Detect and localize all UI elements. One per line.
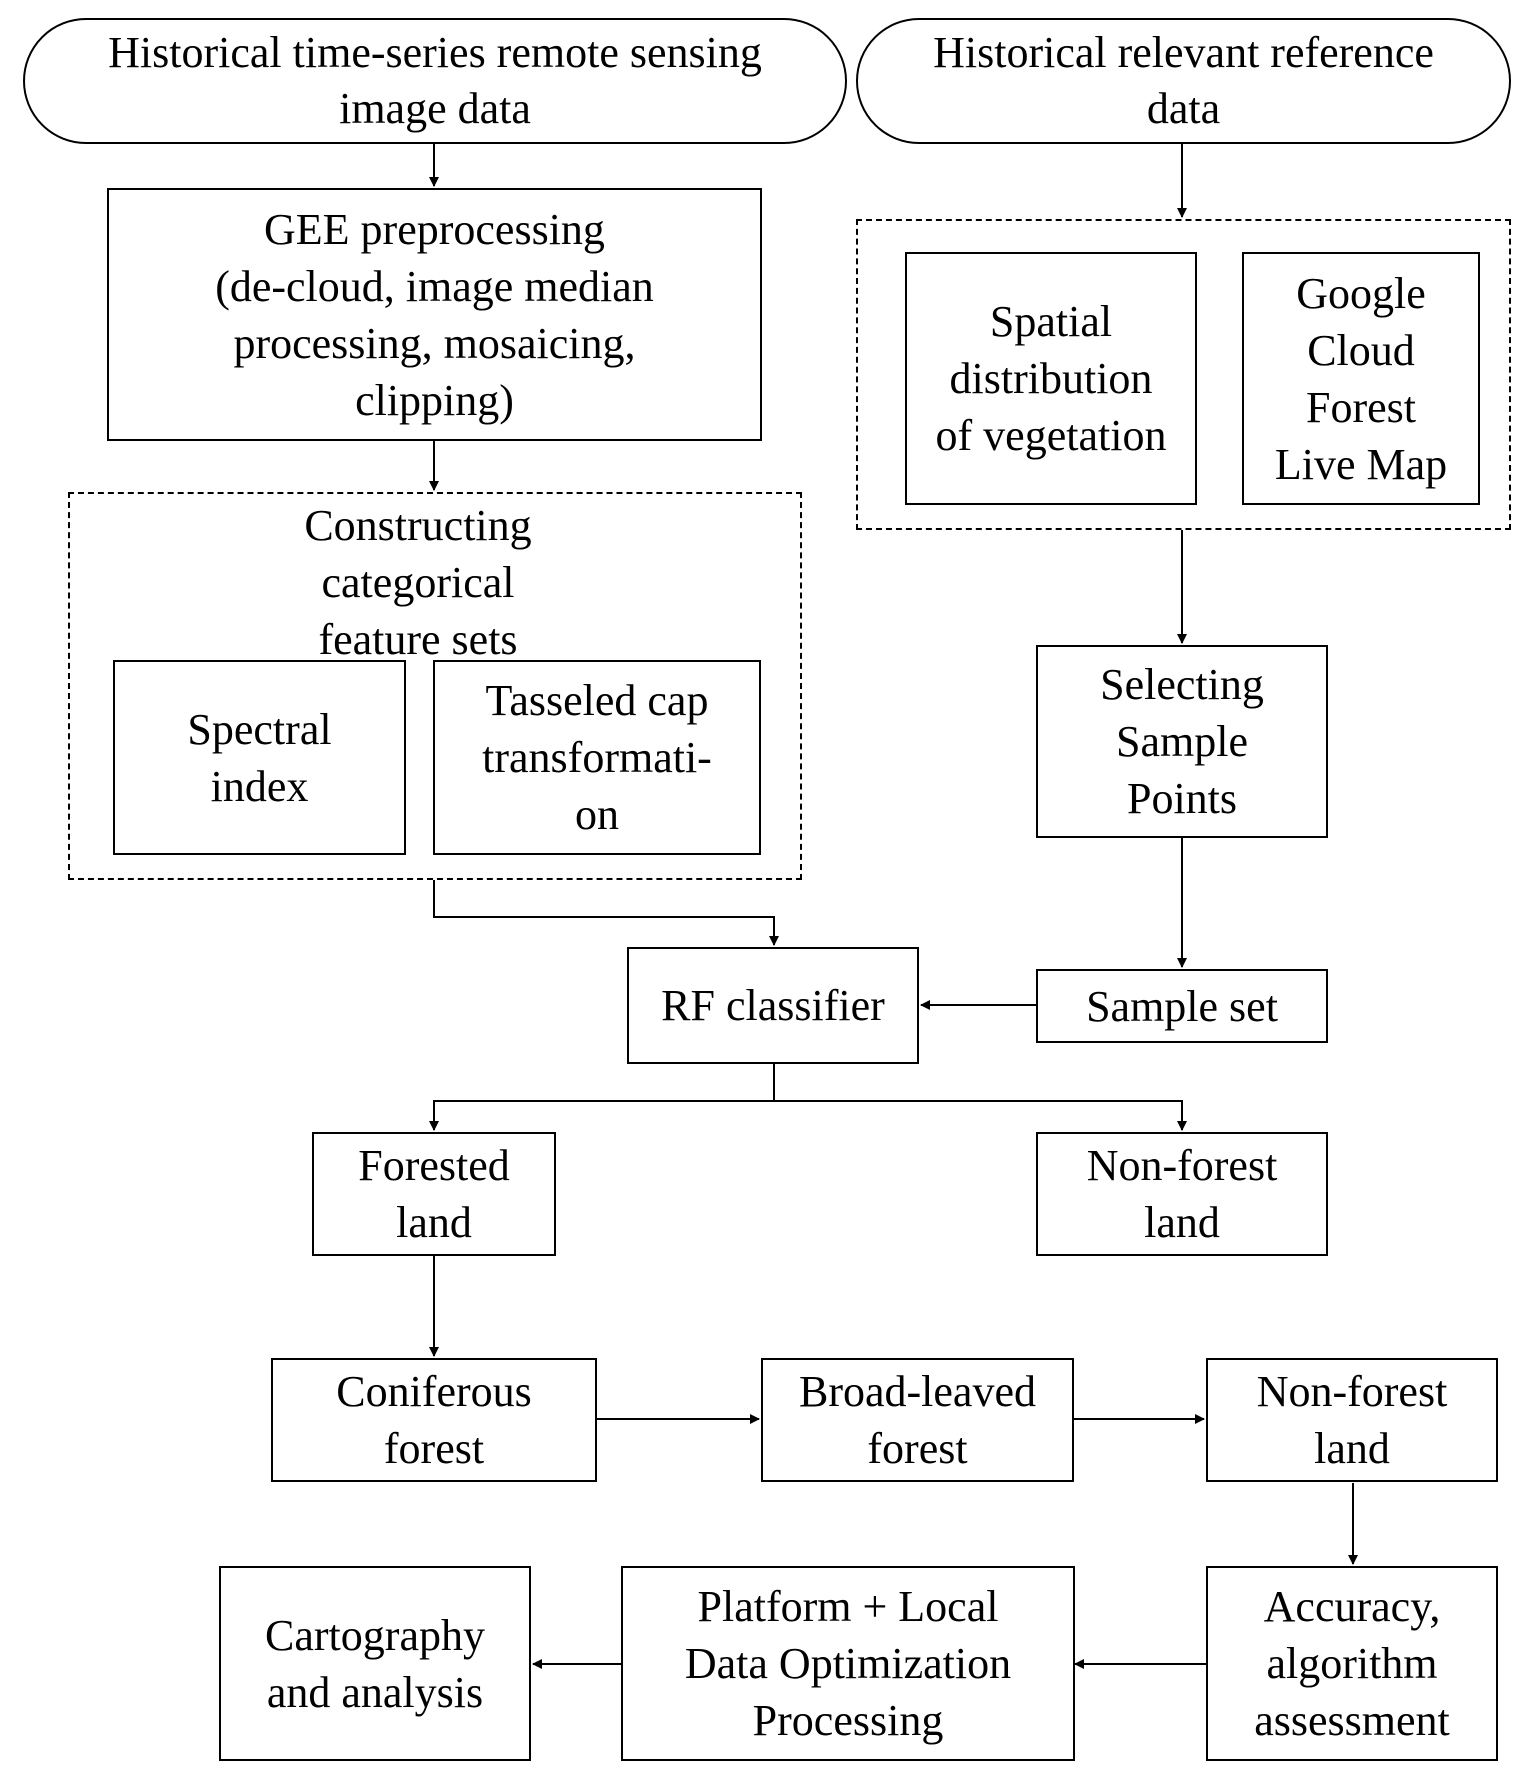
- google-cloud-forest-map-label: Google Cloud Forest Live Map: [1274, 268, 1448, 489]
- non-forest-land-box: Non-forest land: [1036, 1132, 1328, 1256]
- selecting-sample-points-box: Selecting Sample Points: [1036, 645, 1328, 838]
- feature-sets-group-label: Constructing categorical feature sets: [304, 501, 532, 664]
- tasseled-cap-label: Tasseled cap transformati- on: [482, 676, 712, 839]
- tasseled-cap-box: Tasseled cap transformati- on: [433, 660, 761, 855]
- sample-set-label: Sample set: [1086, 981, 1278, 1031]
- spectral-index-label: Spectral index: [187, 704, 332, 811]
- coniferous-forest-label: Coniferous forest: [336, 1367, 532, 1473]
- sample-set-box: Sample set: [1036, 969, 1328, 1043]
- forested-land-label: Forested land: [358, 1141, 510, 1247]
- non-forest-land-label: Non-forest land: [1086, 1141, 1278, 1247]
- broad-leaved-forest-box: Broad-leaved forest: [761, 1358, 1074, 1482]
- coniferous-forest-box: Coniferous forest: [271, 1358, 597, 1482]
- broad-leaved-forest-label: Broad-leaved forest: [799, 1367, 1036, 1473]
- feature-sets-group: [68, 492, 802, 880]
- spatial-distribution-box: Spatial distribution of vegetation: [905, 252, 1197, 505]
- reference-sources-group: [856, 219, 1511, 530]
- platform-optimization-box: Platform + Local Data Optimization Proce…: [621, 1566, 1075, 1761]
- arrow-features-to-rf: [433, 880, 779, 946]
- forested-land-box: Forested land: [312, 1132, 556, 1256]
- accuracy-assessment-box: Accuracy, algorithm assessment: [1206, 1566, 1498, 1761]
- gee-preprocessing-label: GEE preprocessing (de-cloud, image media…: [215, 204, 654, 425]
- spectral-index-box: Spectral index: [113, 660, 406, 855]
- historical-reference-data-label: Historical relevant reference data: [933, 28, 1434, 133]
- google-cloud-forest-map-box: Google Cloud Forest Live Map: [1242, 252, 1480, 505]
- arrow-rf-to-nonforest: [774, 1100, 1187, 1131]
- historical-image-data-terminal: Historical time-series remote sensing im…: [23, 18, 847, 144]
- platform-optimization-label: Platform + Local Data Optimization Proce…: [684, 1582, 1012, 1745]
- accuracy-assessment-label: Accuracy, algorithm assessment: [1254, 1582, 1450, 1745]
- selecting-sample-points-label: Selecting Sample Points: [1100, 660, 1264, 823]
- cartography-analysis-box: Cartography and analysis: [219, 1566, 531, 1761]
- arrow-rf-to-forested: [429, 1064, 775, 1131]
- gee-preprocessing-box: GEE preprocessing (de-cloud, image media…: [107, 188, 762, 441]
- rf-classifier-box: RF classifier: [627, 947, 919, 1064]
- non-forest-land-class-box: Non-forest land: [1206, 1358, 1498, 1482]
- spatial-distribution-label: Spatial distribution of vegetation: [935, 297, 1167, 460]
- historical-image-data-label: Historical time-series remote sensing im…: [108, 28, 762, 133]
- historical-reference-data-terminal: Historical relevant reference data: [856, 18, 1511, 144]
- rf-classifier-label: RF classifier: [661, 981, 885, 1030]
- non-forest-land-class-label: Non-forest land: [1256, 1367, 1448, 1473]
- cartography-analysis-label: Cartography and analysis: [265, 1610, 485, 1717]
